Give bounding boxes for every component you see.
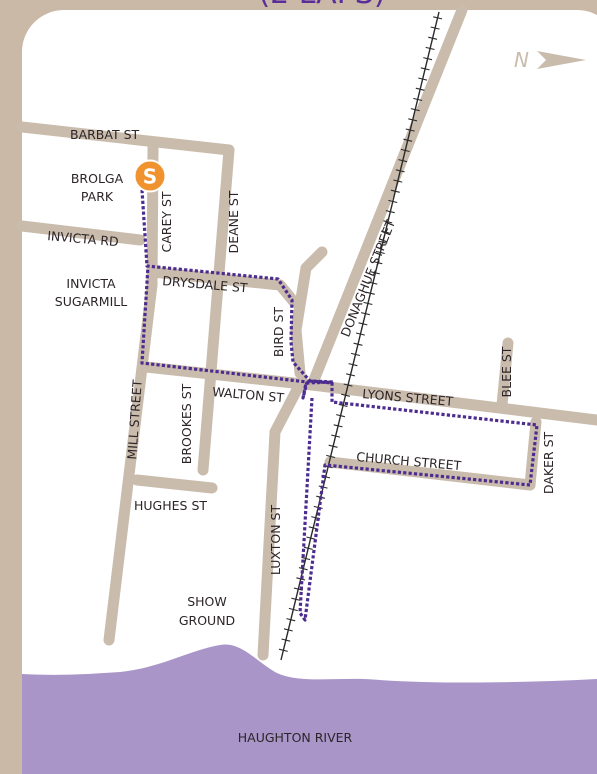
railway-tie — [298, 567, 308, 571]
railway-tie — [301, 556, 311, 561]
railway-tie — [303, 546, 313, 550]
label-brookes-st: BROOKES ST — [179, 383, 194, 464]
railway-tie — [336, 414, 346, 418]
label-daker-st: DAKER ST — [541, 431, 556, 494]
label-hughes-st: HUGHES ST — [134, 498, 207, 513]
label-invicta-sugarmill-line2: SUGARMILL — [55, 294, 127, 309]
road-deane-st — [197, 144, 235, 476]
railway-tie — [283, 628, 293, 632]
railway-tie — [291, 597, 301, 601]
railway-tie — [428, 36, 438, 40]
railway-tie — [353, 342, 363, 346]
railway-tie — [341, 393, 351, 397]
railway-tie — [430, 26, 440, 30]
railway-tie — [360, 312, 370, 316]
map-land — [22, 10, 597, 772]
road-walton-st — [140, 361, 318, 391]
railway-tie — [358, 322, 368, 326]
label-invicta-rd: INVICTA RD — [47, 228, 120, 249]
railway-tie — [390, 189, 400, 193]
railway-tie — [365, 291, 375, 295]
header-title: (2 LAPS) — [258, 0, 385, 11]
label-barbat-st: BARBAT ST — [70, 127, 140, 142]
label-brolga-park-line2: PARK — [81, 189, 114, 204]
haughton-river — [22, 644, 597, 774]
railway-tie — [355, 332, 365, 336]
start-marker-label: S — [143, 165, 157, 189]
railway-tie — [368, 281, 378, 285]
road-invicta-rd — [16, 220, 146, 246]
start-marker-icon: S — [133, 159, 167, 193]
road-donaghue-street — [306, 4, 468, 391]
railway-tie — [338, 403, 348, 408]
railway-tie — [333, 424, 343, 428]
railway-tie — [403, 138, 413, 142]
railway-tie — [398, 159, 408, 163]
railway-tie — [400, 148, 410, 153]
railway-tie — [410, 108, 420, 112]
railway-tie — [350, 352, 361, 357]
railway-tie — [415, 87, 425, 91]
label-drysdale-st: DRYSDALE ST — [162, 273, 249, 295]
label-walton-st: WALTON ST — [212, 384, 285, 405]
railway-tie — [278, 648, 288, 652]
railway-tie — [420, 67, 430, 71]
railway-tie — [363, 301, 373, 306]
label-invicta-sugarmill-line1: INVICTA — [66, 276, 116, 291]
label-show-ground-line1: SHOW — [187, 594, 227, 609]
road-bird-st — [290, 246, 328, 379]
railway-tie — [286, 618, 296, 622]
railway-tie — [326, 454, 336, 459]
railway-tie — [328, 444, 338, 448]
road-blee-st — [496, 337, 514, 411]
road-luxton-st — [257, 374, 308, 661]
road-hughes-st — [131, 474, 218, 494]
railway-tie — [388, 199, 398, 204]
railway-tie — [425, 46, 435, 51]
railway-tie — [343, 383, 353, 387]
label-mill-street: MILL STREET — [124, 379, 145, 460]
road-lyons-street — [306, 379, 597, 426]
railway-tie — [423, 57, 433, 61]
road-network — [16, 4, 597, 661]
railway-tie — [348, 363, 358, 367]
railway-tie — [393, 179, 403, 183]
railway-tie — [408, 118, 418, 122]
course-route — [140, 189, 539, 622]
railway-tie — [281, 638, 291, 642]
railway-tie — [346, 373, 356, 377]
railway-tie — [288, 607, 298, 612]
railway-tie — [383, 220, 393, 224]
railway-tie — [375, 250, 385, 255]
railway-tie — [331, 434, 341, 438]
label-luxton-st: LUXTON ST — [268, 505, 283, 576]
railway-tie — [378, 240, 388, 244]
railway-tie — [373, 261, 383, 265]
railway-tie — [293, 587, 303, 591]
label-haughton-river: HAUGHTON RIVER — [238, 730, 353, 745]
road-mill-street — [103, 279, 158, 646]
railway-tie — [433, 16, 443, 20]
railway-tie — [296, 577, 306, 581]
railway-tie — [370, 271, 380, 275]
railway-tie — [306, 536, 316, 540]
railway-tie — [395, 169, 405, 173]
railway-tie — [380, 230, 390, 234]
north-label: N — [514, 48, 529, 72]
label-brolga-park-line1: BROLGA — [71, 171, 124, 186]
railway-tie — [405, 128, 415, 132]
label-deane-st: DEANE ST — [226, 190, 241, 253]
railway-tie — [418, 77, 428, 81]
railway-tie — [385, 210, 395, 214]
label-blee-st: BLEE ST — [499, 346, 514, 397]
road-barbat-st — [16, 121, 235, 156]
label-bird-st: BIRD ST — [271, 307, 286, 357]
railway-tie — [413, 97, 423, 102]
north-arrow-icon: N — [514, 48, 586, 72]
railway-line — [278, 11, 443, 661]
label-show-ground-line2: GROUND — [179, 613, 235, 628]
label-carey-st: CAREY ST — [159, 191, 174, 252]
